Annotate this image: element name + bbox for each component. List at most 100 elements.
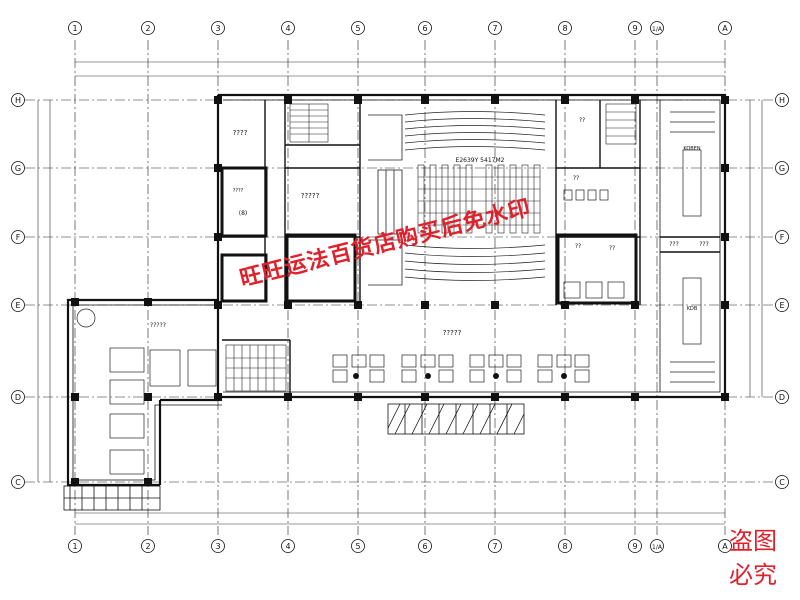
room-small-4-label: ?? xyxy=(609,245,615,252)
grid-column-top-11-label: A xyxy=(722,24,728,33)
room-office-1-label: (8) xyxy=(239,210,248,217)
grid-row-left-6-circle xyxy=(11,475,25,489)
grid-row-left-4-circle xyxy=(11,298,25,312)
grid-column-bottom-1-circle xyxy=(68,539,82,553)
inner-outline xyxy=(72,99,721,481)
grid-row-left-2-circle xyxy=(11,161,25,175)
room-lobby-label: ????? xyxy=(443,329,462,337)
grid-column-bottom-2-circle xyxy=(141,539,155,553)
grid-row-left-2-label: G xyxy=(15,164,21,173)
grid-column-bottom-1-label: 1 xyxy=(72,542,77,551)
grid-column-top-4-label: 4 xyxy=(285,24,290,33)
stair-north xyxy=(289,103,329,143)
grid-row-right-3-label: F xyxy=(780,233,785,242)
grid-column-bottom-7-label: 7 xyxy=(492,542,497,551)
grid-lines xyxy=(25,40,775,535)
grid-column-bottom-9-label: 9 xyxy=(632,542,637,551)
restroom-fixtures xyxy=(563,189,625,299)
grid-column-bottom-5-label: 5 xyxy=(355,542,360,551)
room-small-3-label: ?? xyxy=(575,243,581,250)
grid-row-left-4-label: E xyxy=(15,301,20,310)
grid-column-top-6-label: 6 xyxy=(422,24,427,33)
grid-row-right-1-label: H xyxy=(779,96,785,105)
grid-column-top-9-circle xyxy=(628,21,642,35)
grid-row-right-6-label: C xyxy=(779,478,785,487)
grid-row-right-5-circle xyxy=(775,390,789,404)
grid-row-right-6-circle xyxy=(775,475,789,489)
grid-column-top-9-label: 9 xyxy=(632,24,637,33)
grid-column-top-6-circle xyxy=(418,21,432,35)
grid-row-left-1-label: H xyxy=(15,96,21,105)
grid-row-left-1-circle xyxy=(11,93,25,107)
room-lounge-label: ????? xyxy=(150,322,166,329)
grid-column-top-2-circle xyxy=(141,21,155,35)
room-labels: ????????? (8)?????????? E2639Y 5417M2?????… xyxy=(150,117,709,337)
lecture-seating-front xyxy=(404,111,546,151)
grid-row-left-6-label: C xyxy=(15,478,21,487)
room-meeting-s-label: KDB xyxy=(687,306,698,312)
grid-row-right-2-label: G xyxy=(779,164,785,173)
ramp-hatch xyxy=(63,485,161,511)
grid-row-left-3-circle xyxy=(11,230,25,244)
room-lecture-label: E2639Y 5417M2 xyxy=(456,157,505,164)
grid-column-bottom-5-circle xyxy=(351,539,365,553)
stamp-line-2: 必究 xyxy=(729,561,777,589)
grid-column-bottom-3-label: 3 xyxy=(215,542,220,551)
entrance-canopy xyxy=(387,403,525,435)
grid-row-right-2-circle xyxy=(775,161,789,175)
west-wing-furniture xyxy=(76,308,217,475)
grid-column-bottom-11-label: A xyxy=(722,542,728,551)
grid-column-bottom-2-label: 2 xyxy=(145,542,150,551)
grid-row-right-3-circle xyxy=(775,230,789,244)
dimension-lines xyxy=(37,61,763,525)
grid-column-top-5-circle xyxy=(351,21,365,35)
grid-column-top-8-label: 8 xyxy=(562,24,567,33)
grid-column-bottom-9-circle xyxy=(628,539,642,553)
grid-column-top-10-circle xyxy=(650,21,664,35)
grid-column-top-3-circle xyxy=(211,21,225,35)
grid-row-right-5-label: D xyxy=(779,393,785,402)
stair-south xyxy=(225,344,287,392)
grid-column-top-5-label: 5 xyxy=(355,24,360,33)
grid-row-right-1-circle xyxy=(775,93,789,107)
grid-column-top-3-label: 3 xyxy=(215,24,220,33)
grid-column-top-2-label: 2 xyxy=(145,24,150,33)
room-storage-label: ????? xyxy=(301,192,320,200)
grid-row-right-4-circle xyxy=(775,298,789,312)
lecture-seating-rear xyxy=(404,244,546,281)
grid-row-left-5-label: D xyxy=(15,393,21,402)
stamp-text: 盗图 必究 xyxy=(718,524,788,592)
lobby-plants xyxy=(353,373,567,379)
grid-column-top-10-label: 1/A xyxy=(652,26,663,33)
grid-column-top-7-label: 7 xyxy=(492,24,497,33)
grid-column-bottom-7-circle xyxy=(488,539,502,553)
grid-column-bottom-8-label: 8 xyxy=(562,542,567,551)
grid-column-top-1-label: 1 xyxy=(72,24,77,33)
grid-column-bottom-10-label: 1/A xyxy=(652,544,663,551)
stamp-line-1: 盗图 xyxy=(729,527,777,555)
grid-column-bottom-10-circle xyxy=(650,539,664,553)
grid-column-bottom-6-label: 6 xyxy=(422,542,427,551)
grid-column-bottom-4-label: 4 xyxy=(285,542,290,551)
grid-column-top-7-circle xyxy=(488,21,502,35)
outer-walls xyxy=(66,93,727,487)
room-corridor-a-label: ??? xyxy=(669,241,679,248)
room-small-1-label: ?? xyxy=(573,175,579,182)
grid-column-bottom-6-circle xyxy=(418,539,432,553)
room-meeting-n-label: KOBEN xyxy=(683,146,701,152)
lobby-seating xyxy=(332,354,590,383)
lecture-seating-middle xyxy=(417,164,541,234)
grid-column-bottom-8-circle xyxy=(558,539,572,553)
room-northwest-label: ???? xyxy=(233,129,248,137)
grid-column-bottom-3-circle xyxy=(211,539,225,553)
grid-column-top-1-circle xyxy=(68,21,82,35)
grid-column-top-11-circle xyxy=(718,21,732,35)
grid-column-bottom-11-circle xyxy=(718,539,732,553)
east-meeting-tables xyxy=(670,111,715,383)
room-misc-label: ???? xyxy=(233,188,244,194)
grid-column-bottom-4-circle xyxy=(281,539,295,553)
structural-columns xyxy=(71,96,729,486)
stair-east xyxy=(605,103,637,145)
